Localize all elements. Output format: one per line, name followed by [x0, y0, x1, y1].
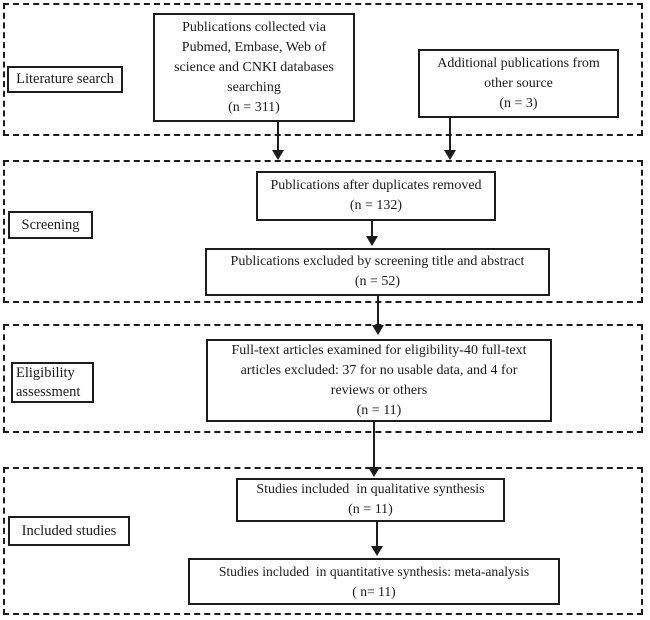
stage-section-literature-search [3, 3, 643, 136]
box-quantitative-synthesis: Studies included in quantitative synthes… [188, 558, 560, 605]
down-arrow-icon-excluded-to-fulltext [372, 296, 384, 335]
stage-label-literature-search: Literature search [7, 66, 123, 93]
box-additional-publications: Additional publications from other sourc… [418, 49, 619, 118]
box-text: Publications collected via Pubmed, Embas… [174, 19, 334, 115]
down-arrow-icon-duplicates-to-excluded [366, 221, 378, 246]
box-text: Studies included in quantitative synthes… [218, 563, 530, 599]
down-arrow-icon-additional-to-duplicates [444, 118, 456, 160]
box-text: Publications excluded by screening title… [230, 254, 525, 289]
box-screening-excluded: Publications excluded by screening title… [205, 248, 550, 296]
stage-label-text: Eligibility assessment [16, 364, 81, 400]
stage-label-text: Included studies [21, 522, 117, 539]
stage-label-included-studies: Included studies [8, 516, 130, 546]
stage-label-text: Literature search [16, 71, 114, 87]
box-duplicates-removed: Publications after duplicates removed (n… [256, 171, 496, 221]
box-text: Full-text articles examined for eligibil… [231, 342, 527, 418]
box-text: Studies included in qualitative synthesi… [256, 482, 485, 517]
stage-label-text: Screening [21, 216, 80, 233]
box-publications-collected: Publications collected via Pubmed, Embas… [153, 13, 355, 122]
down-arrow-icon-fulltext-to-qualitative [368, 422, 380, 477]
down-arrow-icon-collected-to-duplicates [272, 122, 284, 160]
box-fulltext-eligibility: Full-text articles examined for eligibil… [206, 339, 552, 422]
box-text: Additional publications from other sourc… [437, 55, 600, 111]
down-arrow-icon-qualitative-to-quantitative [371, 522, 383, 556]
stage-section-included-studies [3, 467, 643, 615]
stage-section-eligibility-assessment [3, 324, 643, 433]
stage-label-eligibility-assessment: Eligibility assessment [11, 362, 94, 403]
box-qualitative-synthesis: Studies included in qualitative synthesi… [236, 478, 505, 522]
stage-label-screening: Screening [8, 211, 93, 239]
box-text: Publications after duplicates removed (n… [270, 178, 482, 213]
stage-section-screening [3, 160, 643, 303]
